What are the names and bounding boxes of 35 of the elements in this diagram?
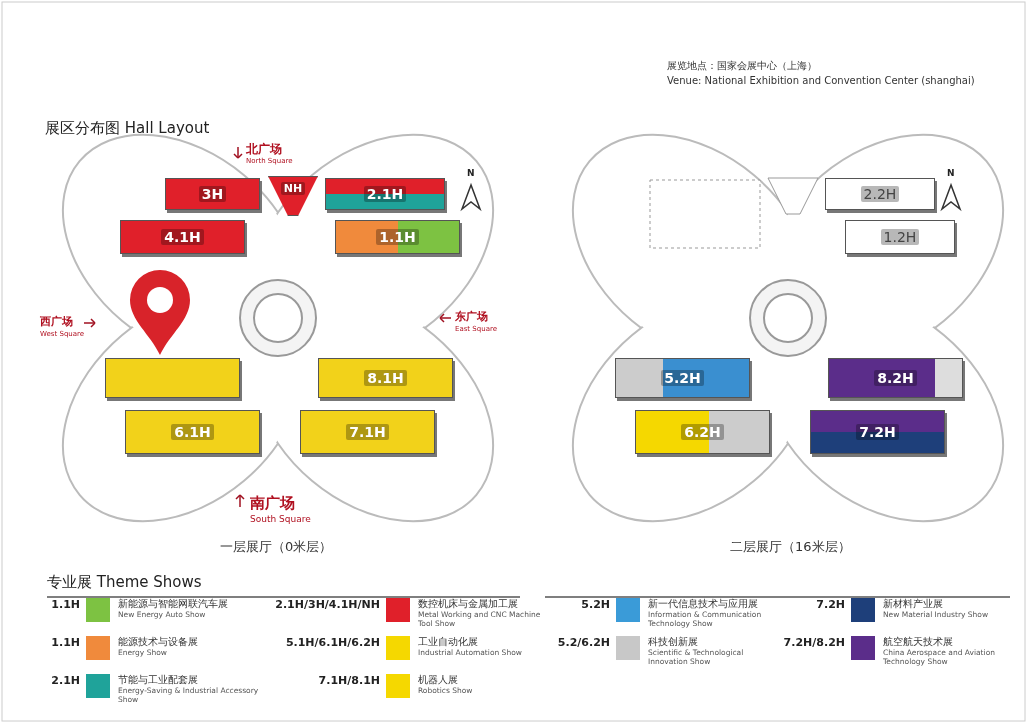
hall-code: 5.2H — [581, 598, 610, 611]
floor-caption: 一层展厅（0米层） — [220, 539, 333, 554]
exhibition-hall — [105, 358, 240, 398]
compass-letter: N — [467, 168, 475, 179]
hall-code: 1.1H — [51, 636, 80, 649]
hall-code: 5.1H/6.1H/6.2H — [285, 636, 380, 649]
hall-code: 5.2/6.2H — [557, 636, 610, 649]
compass-letter: N — [947, 168, 955, 179]
hall-code: 7.2H/8.2H — [783, 636, 845, 649]
exhibition-hall: 1.2H — [845, 220, 955, 254]
hall-code: 2.1H/3H/4.1H/NH — [275, 598, 380, 611]
venue-text: 展览地点：国家会展中心（上海） — [667, 60, 817, 72]
square-name: 北广场 — [246, 142, 282, 156]
exhibition-hall: 7.1H — [300, 410, 435, 454]
exhibition-hall: 6.1H — [125, 410, 260, 454]
exhibition-hall: 7.2H — [810, 410, 945, 454]
exhibition-hall: 8.2H — [828, 358, 963, 398]
square-name: 西广场 — [40, 315, 73, 328]
exhibition-hall: 4.1H — [120, 220, 245, 254]
exhibition-hall: 2.2H — [825, 178, 935, 210]
section-title: 展区分布图 Hall Layout — [45, 120, 210, 137]
floor-caption: 二层展厅（16米层） — [730, 539, 851, 554]
square-name: South Square — [250, 514, 311, 525]
exhibition-hall: 3H — [165, 178, 260, 210]
exhibition-hall: 1.1H — [335, 220, 460, 254]
hall-code: 1.1H — [51, 598, 80, 611]
section-title: 专业展 Theme Shows — [47, 574, 202, 591]
hall-code: 7.2H — [816, 598, 845, 611]
exhibition-hall: 8.1H — [318, 358, 453, 398]
venue-text: Venue: National Exhibition and Convention Center (shanghai) — [667, 75, 975, 87]
hall-code: 7.1H/8.1H — [318, 674, 380, 687]
square-name: 东广场 — [455, 310, 488, 323]
hall-code: 2.1H — [51, 674, 80, 687]
square-name: 南广场 — [250, 495, 295, 512]
exhibition-hall: 5.2H — [615, 358, 750, 398]
